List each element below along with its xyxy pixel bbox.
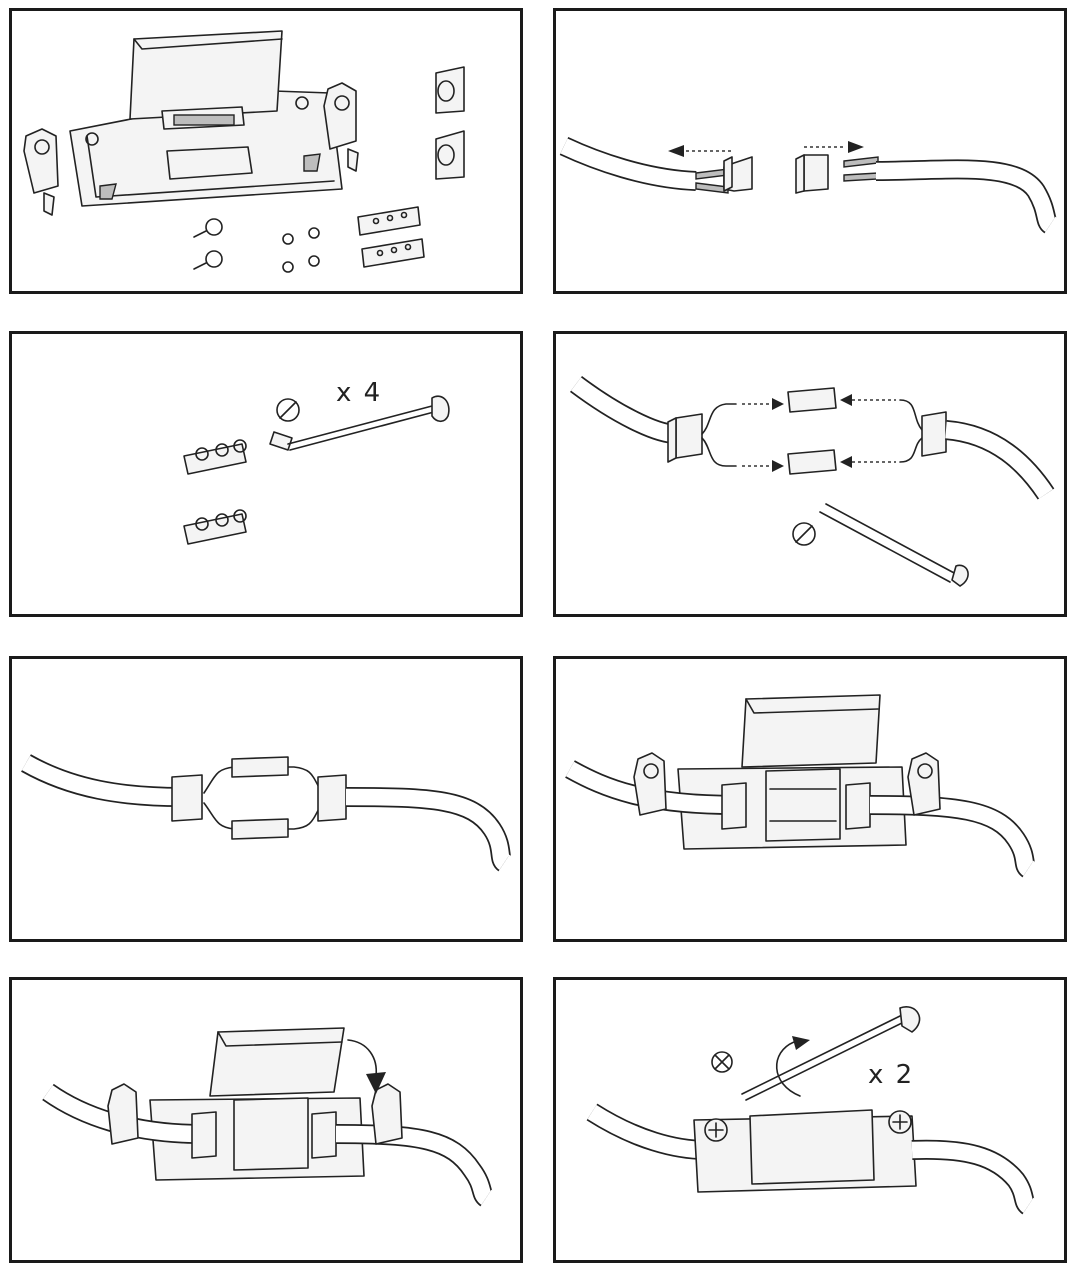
step-2-panel [553,8,1067,294]
multiplier-label: x 2 [868,1060,915,1090]
step-6-panel [553,656,1067,942]
step-4-panel [553,331,1067,617]
multiplier-label: x 4 [336,378,383,408]
close-lid-arrow-icon [42,1027,493,1207]
step-8-panel: x 2 [553,977,1067,1263]
parts-kit-icon [23,30,465,273]
slotted-screw-icon [792,522,816,546]
connected-wires-icon [21,754,512,872]
step-1-panel [9,8,523,294]
step-5-panel [9,656,523,942]
step-7-panel [9,977,523,1263]
step-3-panel: x 4 [9,331,523,617]
tighten-screws-icon [586,1006,1035,1215]
phillips-screw-icon [711,1051,733,1073]
terminal-screws-icon [183,395,450,545]
cable-glands-icon [559,136,1058,234]
slotted-screw-icon [276,398,300,422]
housing-open-icon [565,694,1036,878]
wire-terminals-icon [570,375,1055,587]
